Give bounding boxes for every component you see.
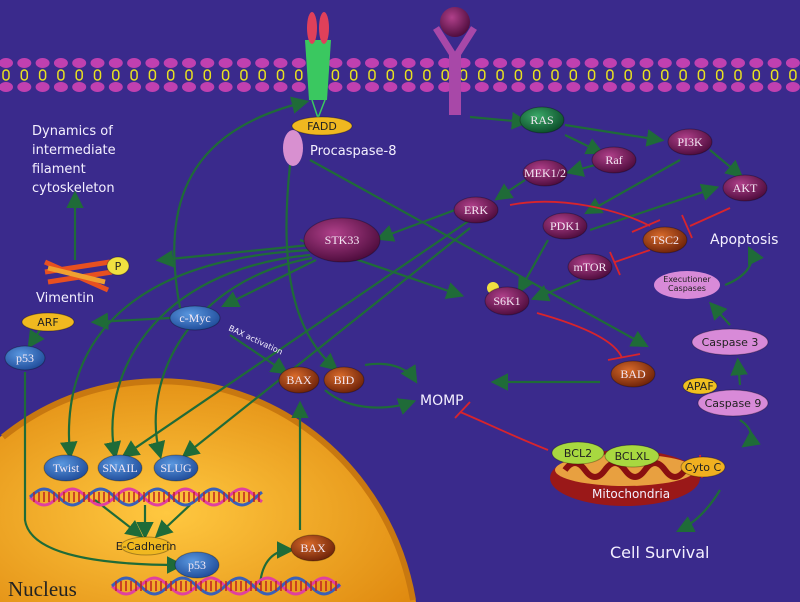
bid-node-label: BID [334, 373, 355, 387]
dna-helix-lower [111, 576, 341, 596]
vimentin-filament-icon [43, 259, 113, 293]
arf-node-label: ARF [37, 316, 59, 329]
snail-node[interactable]: SNAIL [97, 454, 143, 482]
bax-nuclear-node-label: BAX [300, 541, 326, 555]
mek-node[interactable]: MEK1/2 [522, 159, 568, 187]
bclxl-node[interactable]: BCLXL [604, 444, 660, 468]
inhibition-lines [454, 200, 731, 479]
caspase9-node[interactable]: Caspase 9 [697, 389, 769, 417]
bad-node-label: BAD [620, 367, 646, 381]
raf-node[interactable]: Raf [591, 146, 637, 174]
bid-node[interactable]: BID [323, 366, 365, 394]
bad-node[interactable]: BAD [610, 360, 656, 388]
caspase9-node-label: Caspase 9 [705, 397, 762, 410]
caspase3-node[interactable]: Caspase 3 [691, 328, 769, 356]
bcl2-node[interactable]: BCL2 [551, 441, 605, 465]
p53-node[interactable]: p53 [4, 345, 46, 371]
dna-helix-upper [29, 487, 263, 507]
erk-node[interactable]: ERK [453, 196, 499, 224]
snail-node-label: SNAIL [102, 461, 137, 475]
s6k1-node-label: S6K1 [493, 294, 520, 308]
mitochondria [550, 450, 700, 506]
apaf-node[interactable]: APAF [682, 377, 718, 395]
cmyc-node[interactable]: c-Myc [169, 305, 221, 331]
p53-nuclear-node-label: p53 [188, 558, 206, 572]
pi3k-node[interactable]: PI3K [667, 128, 713, 156]
mitochondria-label: Mitochondria [592, 487, 670, 501]
akt-node[interactable]: AKT [722, 174, 768, 202]
bcl2-node-label: BCL2 [564, 447, 592, 460]
bax-nuclear-node[interactable]: BAX [290, 534, 336, 562]
p53-nuclear-node[interactable]: p53 [174, 551, 220, 579]
cytoc-node[interactable]: Cyto C [680, 456, 726, 478]
twist-node[interactable]: Twist [43, 454, 89, 482]
slug-node[interactable]: SLUG [153, 454, 199, 482]
pdk1-node[interactable]: PDK1 [542, 212, 588, 240]
tsc2-node[interactable]: TSC2 [642, 226, 688, 254]
procaspase8-label: Procaspase-8 [310, 144, 396, 159]
apaf-node-label: APAF [686, 380, 713, 393]
erk-node-label: ERK [464, 203, 488, 217]
s6k1-node[interactable]: S6K1 [484, 286, 530, 316]
fadd-node-label: FADD [307, 120, 337, 133]
vimentin-label: Vimentin [36, 291, 94, 306]
ecadherin-node[interactable]: E-Cadherin [116, 536, 177, 556]
ras-node-label: RAS [530, 113, 553, 127]
bax-node-label: BAX [286, 373, 312, 387]
p53-node-label: p53 [16, 351, 34, 365]
twist-node-label: Twist [53, 461, 80, 475]
ecadherin-node-label: E-Cadherin [116, 540, 177, 553]
raf-node-label: Raf [605, 153, 622, 167]
arf-node[interactable]: ARF [21, 312, 75, 332]
cmyc-node-label: c-Myc [179, 311, 210, 325]
nucleus-label: Nucleus [8, 577, 77, 601]
stk33-node-label: STK33 [325, 233, 360, 247]
cytoc-node-label: Cyto C [685, 461, 722, 474]
phospho-badge[interactable]: P [106, 256, 130, 276]
pi3k-node-label: PI3K [677, 135, 703, 149]
slug-node-label: SLUG [160, 461, 192, 475]
mtor-node-label: mTOR [573, 260, 606, 274]
ras-node[interactable]: RAS [519, 106, 565, 134]
bax-node[interactable]: BAX [278, 366, 320, 394]
tsc2-node-label: TSC2 [651, 233, 679, 247]
caspase3-node-label: Caspase 3 [702, 336, 759, 349]
mek-node-label: MEK1/2 [524, 166, 566, 180]
cell-survival-label: Cell Survival [610, 543, 710, 562]
apoptosis-label: Apoptosis [710, 232, 778, 248]
pdk1-node-label: PDK1 [550, 219, 580, 233]
akt-node-label: AKT [733, 181, 758, 195]
bclxl-node-label: BCLXL [615, 450, 651, 463]
procaspase8-icon [283, 130, 303, 166]
stk33-node[interactable]: STK33 [303, 217, 381, 263]
receptor-tyrosine-kinase-icon [433, 7, 477, 115]
mtor-node[interactable]: mTOR [567, 253, 613, 281]
cell-membrane [0, 58, 800, 92]
fadd-node[interactable]: FADD [291, 116, 353, 136]
phospho-badge-label: P [115, 260, 122, 273]
momp-label: MOMP [420, 393, 464, 409]
death-receptor-icon [305, 12, 331, 121]
